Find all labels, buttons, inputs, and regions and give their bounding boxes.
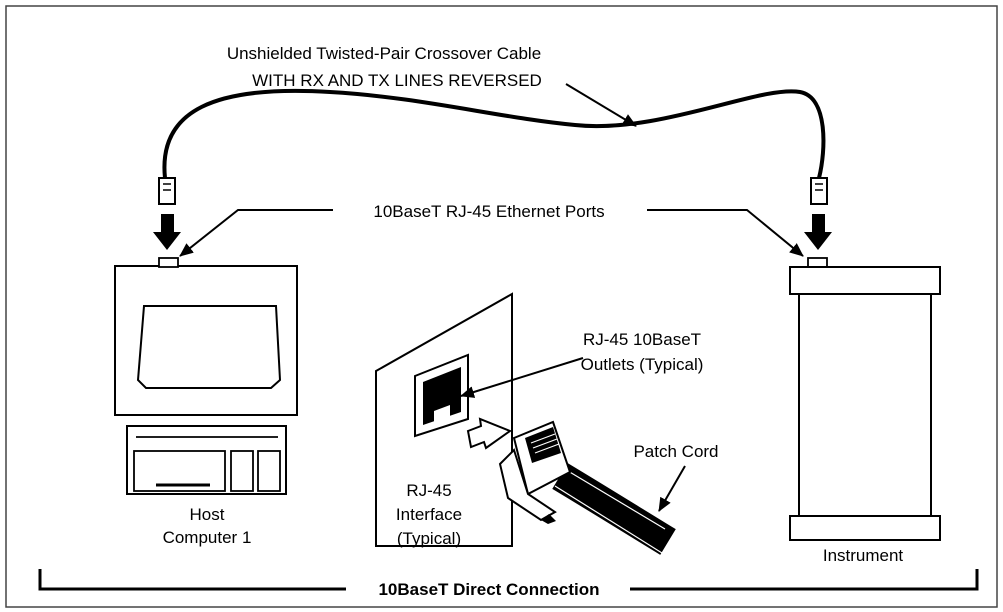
- direct-connection-bracket: [38, 569, 979, 591]
- host-computer-icon: [114, 257, 298, 495]
- patch-cord-label: Patch Cord: [633, 442, 718, 461]
- outlets-label-line1: RJ-45 10BaseT: [583, 330, 701, 349]
- cable-leader-line: [565, 83, 637, 127]
- rj45-plug-left-icon: [158, 177, 176, 205]
- diagram-frame: [5, 5, 998, 608]
- plug-down-arrow-left-icon: [153, 214, 181, 250]
- interface-label-line1: RJ-45: [406, 481, 451, 500]
- instrument-label: Instrument: [823, 546, 904, 565]
- outlets-label-line2: Outlets (Typical): [581, 355, 704, 374]
- wall-plate-icon: [375, 292, 513, 547]
- host-label-line2: Computer 1: [163, 528, 252, 547]
- patch-cord-icon: [498, 420, 676, 555]
- rj45-plug-right-icon: [810, 177, 828, 205]
- ports-leader-left: [179, 209, 333, 257]
- ports-label: 10BaseT RJ-45 Ethernet Ports: [373, 202, 604, 221]
- instrument-port-icon: [807, 257, 828, 268]
- crossover-cable: [153, 88, 832, 250]
- interface-label-line3: (Typical): [397, 529, 461, 548]
- plug-down-arrow-right-icon: [804, 214, 832, 250]
- cable-label-line2: WITH RX AND TX LINES REVERSED: [252, 71, 542, 90]
- host-label-line1: Host: [190, 505, 225, 524]
- direct-connection-label: 10BaseT Direct Connection: [378, 580, 599, 599]
- outlets-leader-line: [460, 357, 584, 398]
- ports-leader-right: [647, 209, 804, 257]
- insert-hollow-arrow-icon: [466, 417, 513, 450]
- cable-label-line1: Unshielded Twisted-Pair Crossover Cable: [227, 44, 541, 63]
- interface-label-line2: Interface: [396, 505, 462, 524]
- patch-cord-leader-line: [658, 465, 686, 512]
- host-port-icon: [158, 257, 179, 268]
- instrument-icon: [789, 257, 941, 541]
